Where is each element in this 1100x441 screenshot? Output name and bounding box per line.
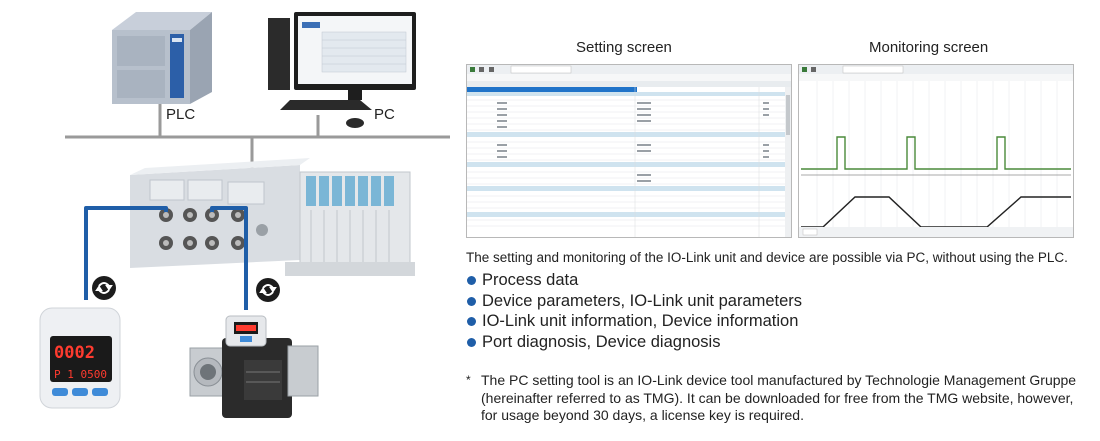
footnote-text: The PC setting tool is an IO-Link device… [481, 372, 1077, 423]
description-text: The setting and monitoring of the IO-Lin… [466, 250, 1068, 265]
plc-label: PLC [166, 106, 196, 123]
monitoring-screen-caption: Monitoring screen [869, 39, 989, 56]
bullet-dot [467, 296, 476, 306]
bullet-dot [467, 317, 476, 326]
setting-screen-caption: Setting screen [576, 39, 672, 56]
list-item-label: Port diagnosis, Device diagnosis [482, 332, 721, 351]
list-item-label: IO-Link unit information, Device informa… [482, 312, 799, 330]
feature-list: Process data Device parameters, IO-Link … [466, 270, 802, 352]
bullet-dot [467, 337, 476, 347]
list-item-label: Process data [482, 271, 579, 289]
io-link-unit-image [130, 158, 415, 276]
monitor-signal-trace [801, 136, 1071, 170]
cable-right [210, 206, 248, 310]
monitoring-screen-thumbnail [798, 64, 1074, 238]
list-item: IO-Link unit information, Device informa… [466, 311, 802, 332]
system-diagram: 0002 P 1 0500 [39, 12, 450, 418]
footnote: * The PC setting tool is an IO-Link devi… [466, 372, 1086, 425]
pressure-switch-image: 0002 P 1 0500 [39, 307, 121, 409]
pc-image [268, 12, 416, 128]
bullet-dot [467, 276, 476, 285]
svg-text:0002: 0002 [54, 343, 95, 363]
pc-label: PC [374, 106, 395, 123]
plc-image [112, 12, 212, 104]
io-link-icon [92, 276, 116, 300]
list-item-label: Device parameters, IO-Link unit paramete… [482, 291, 803, 310]
io-link-icon [256, 278, 280, 302]
cable-left [84, 206, 168, 300]
monitor-analog-trace [801, 196, 1071, 228]
list-item: Process data [466, 270, 802, 291]
flow-switch-image [189, 315, 319, 418]
svg-text:P 1 0500: P 1 0500 [54, 368, 107, 381]
setting-screen-thumbnail [466, 64, 792, 238]
list-item: Port diagnosis, Device diagnosis [466, 332, 802, 353]
list-item: Device parameters, IO-Link unit paramete… [466, 291, 802, 312]
footnote-mark: * [466, 373, 471, 387]
